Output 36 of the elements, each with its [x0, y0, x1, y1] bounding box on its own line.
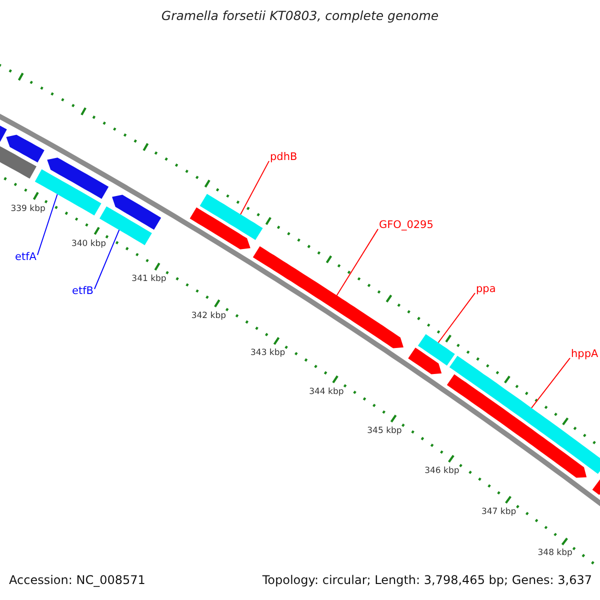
genome-info-text: Topology: circular; Length: 3,798,465 bp; Genes: 3,637 [262, 574, 592, 588]
gene-label: etfB [72, 285, 94, 298]
gene-feature [200, 194, 263, 240]
gene-feature [0, 146, 36, 179]
gene-label: GFO_0295 [379, 219, 434, 232]
scale-label: 348 kbp [536, 549, 574, 560]
gene-label: etfA [15, 251, 36, 264]
gene-feature [190, 207, 250, 250]
gene-label: ppa [476, 283, 496, 296]
scale-label: 340 kbp [70, 240, 108, 250]
gene-feature [252, 246, 404, 348]
gene-feature [6, 134, 44, 162]
leader-line [336, 228, 378, 296]
leader-line [36, 194, 58, 256]
scale-label: 341 kbp [130, 275, 168, 286]
scale-label: 343 kbp [250, 349, 286, 360]
diagram-title: Gramella forsetii KT0803, complete genome [160, 9, 440, 24]
scale-label: 339 kbp [10, 204, 46, 215]
scale-label: 344 kbp [308, 388, 345, 398]
gene-feature [112, 194, 162, 230]
scale-label: 347 kbp [480, 508, 518, 518]
leader-line [438, 292, 476, 344]
gene-feature [408, 348, 442, 374]
scale-label: 342 kbp [190, 312, 227, 322]
gene-feature [0, 124, 7, 142]
leader-line [531, 358, 570, 408]
leader-line [94, 230, 120, 290]
scale-label: 345 kbp [366, 426, 403, 437]
accession-text: Accession: NC_008571 [9, 574, 146, 588]
gene-label: pdhB [270, 151, 298, 164]
gene-feature [592, 479, 600, 495]
gene-feature [47, 158, 109, 199]
gene-feature [418, 334, 455, 366]
gene-label: hppA [571, 348, 598, 360]
scale-label: 346 kbp [424, 466, 460, 477]
leader-line [240, 160, 270, 215]
